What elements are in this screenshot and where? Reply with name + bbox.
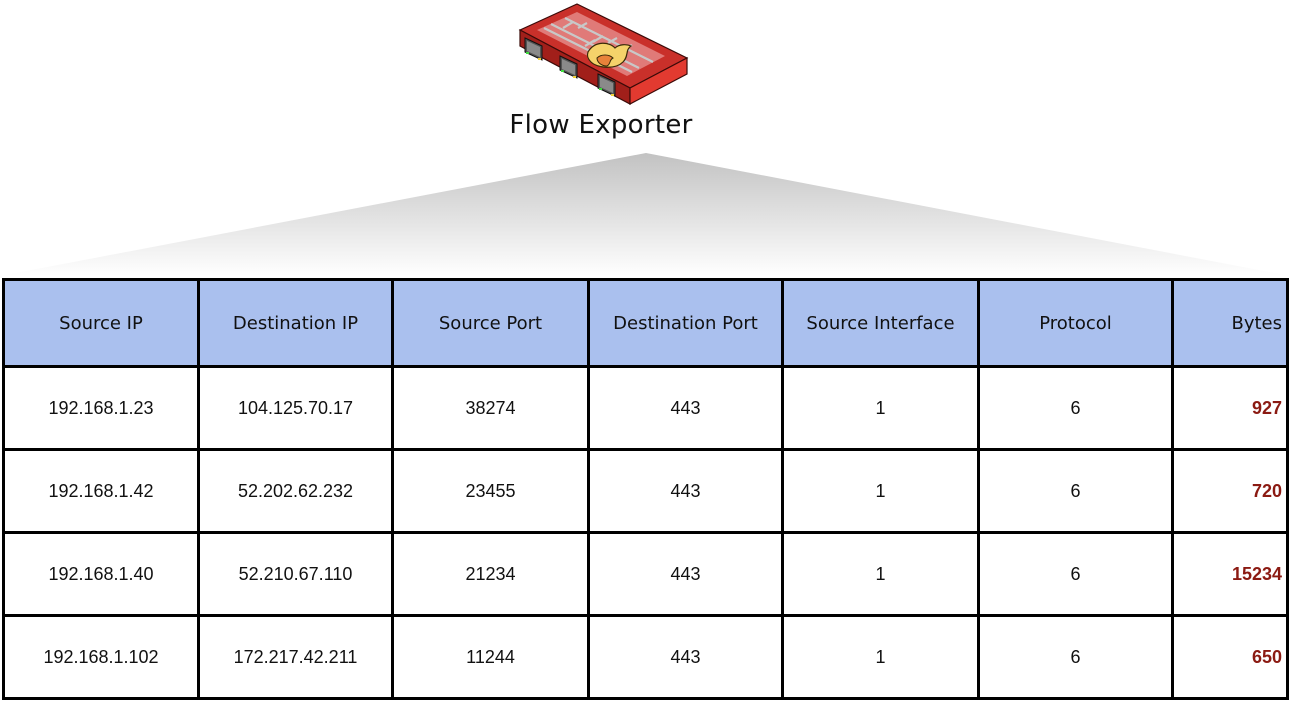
cell-source-ip: 192.168.1.40 (2, 531, 200, 617)
cell-bytes: 650 (1171, 614, 1289, 700)
flow-records-table: Source IP Destination IP Source Port Des… (2, 278, 1289, 700)
cell-source-interface: 1 (781, 448, 980, 534)
cell-source-ip: 192.168.1.102 (2, 614, 200, 700)
column-header-bytes: Bytes (1171, 278, 1289, 368)
cell-destination-port: 443 (587, 531, 784, 617)
cell-source-port: 21234 (391, 531, 590, 617)
cell-bytes: 720 (1171, 448, 1289, 534)
exporter-label-text: Flow Exporter (509, 110, 693, 140)
cell-bytes: 15234 (1171, 531, 1289, 617)
firewall-icon (518, 3, 689, 105)
expansion-fan (0, 153, 1290, 276)
column-header-destination-port: Destination Port (587, 278, 784, 368)
cell-destination-ip: 52.210.67.110 (197, 531, 394, 617)
table-row: 192.168.1.102 172.217.42.211 11244 443 1… (2, 614, 1289, 700)
cell-source-ip: 192.168.1.23 (2, 365, 200, 451)
exporter-label: Flow Exporter (0, 110, 1202, 140)
cell-source-interface: 1 (781, 614, 980, 700)
cell-protocol: 6 (977, 448, 1174, 534)
cell-protocol: 6 (977, 614, 1174, 700)
cell-source-interface: 1 (781, 365, 980, 451)
column-header-source-interface: Source Interface (781, 278, 980, 368)
cell-protocol: 6 (977, 531, 1174, 617)
cell-protocol: 6 (977, 365, 1174, 451)
cell-destination-ip: 52.202.62.232 (197, 448, 394, 534)
cell-destination-port: 443 (587, 614, 784, 700)
table-row: 192.168.1.42 52.202.62.232 23455 443 1 6… (2, 448, 1289, 534)
column-header-protocol: Protocol (977, 278, 1174, 368)
cell-destination-ip: 104.125.70.17 (197, 365, 394, 451)
cell-destination-port: 443 (587, 365, 784, 451)
cell-source-interface: 1 (781, 531, 980, 617)
cell-destination-port: 443 (587, 448, 784, 534)
cell-source-ip: 192.168.1.42 (2, 448, 200, 534)
table-row: 192.168.1.23 104.125.70.17 38274 443 1 6… (2, 365, 1289, 451)
cell-source-port: 38274 (391, 365, 590, 451)
cell-source-port: 23455 (391, 448, 590, 534)
cell-bytes: 927 (1171, 365, 1289, 451)
cell-destination-ip: 172.217.42.211 (197, 614, 394, 700)
column-header-source-ip: Source IP (2, 278, 200, 368)
column-header-source-port: Source Port (391, 278, 590, 368)
table-row: 192.168.1.40 52.210.67.110 21234 443 1 6… (2, 531, 1289, 617)
fan-shape (0, 153, 1290, 276)
cell-source-port: 11244 (391, 614, 590, 700)
table-header-row: Source IP Destination IP Source Port Des… (2, 278, 1289, 368)
column-header-destination-ip: Destination IP (197, 278, 394, 368)
